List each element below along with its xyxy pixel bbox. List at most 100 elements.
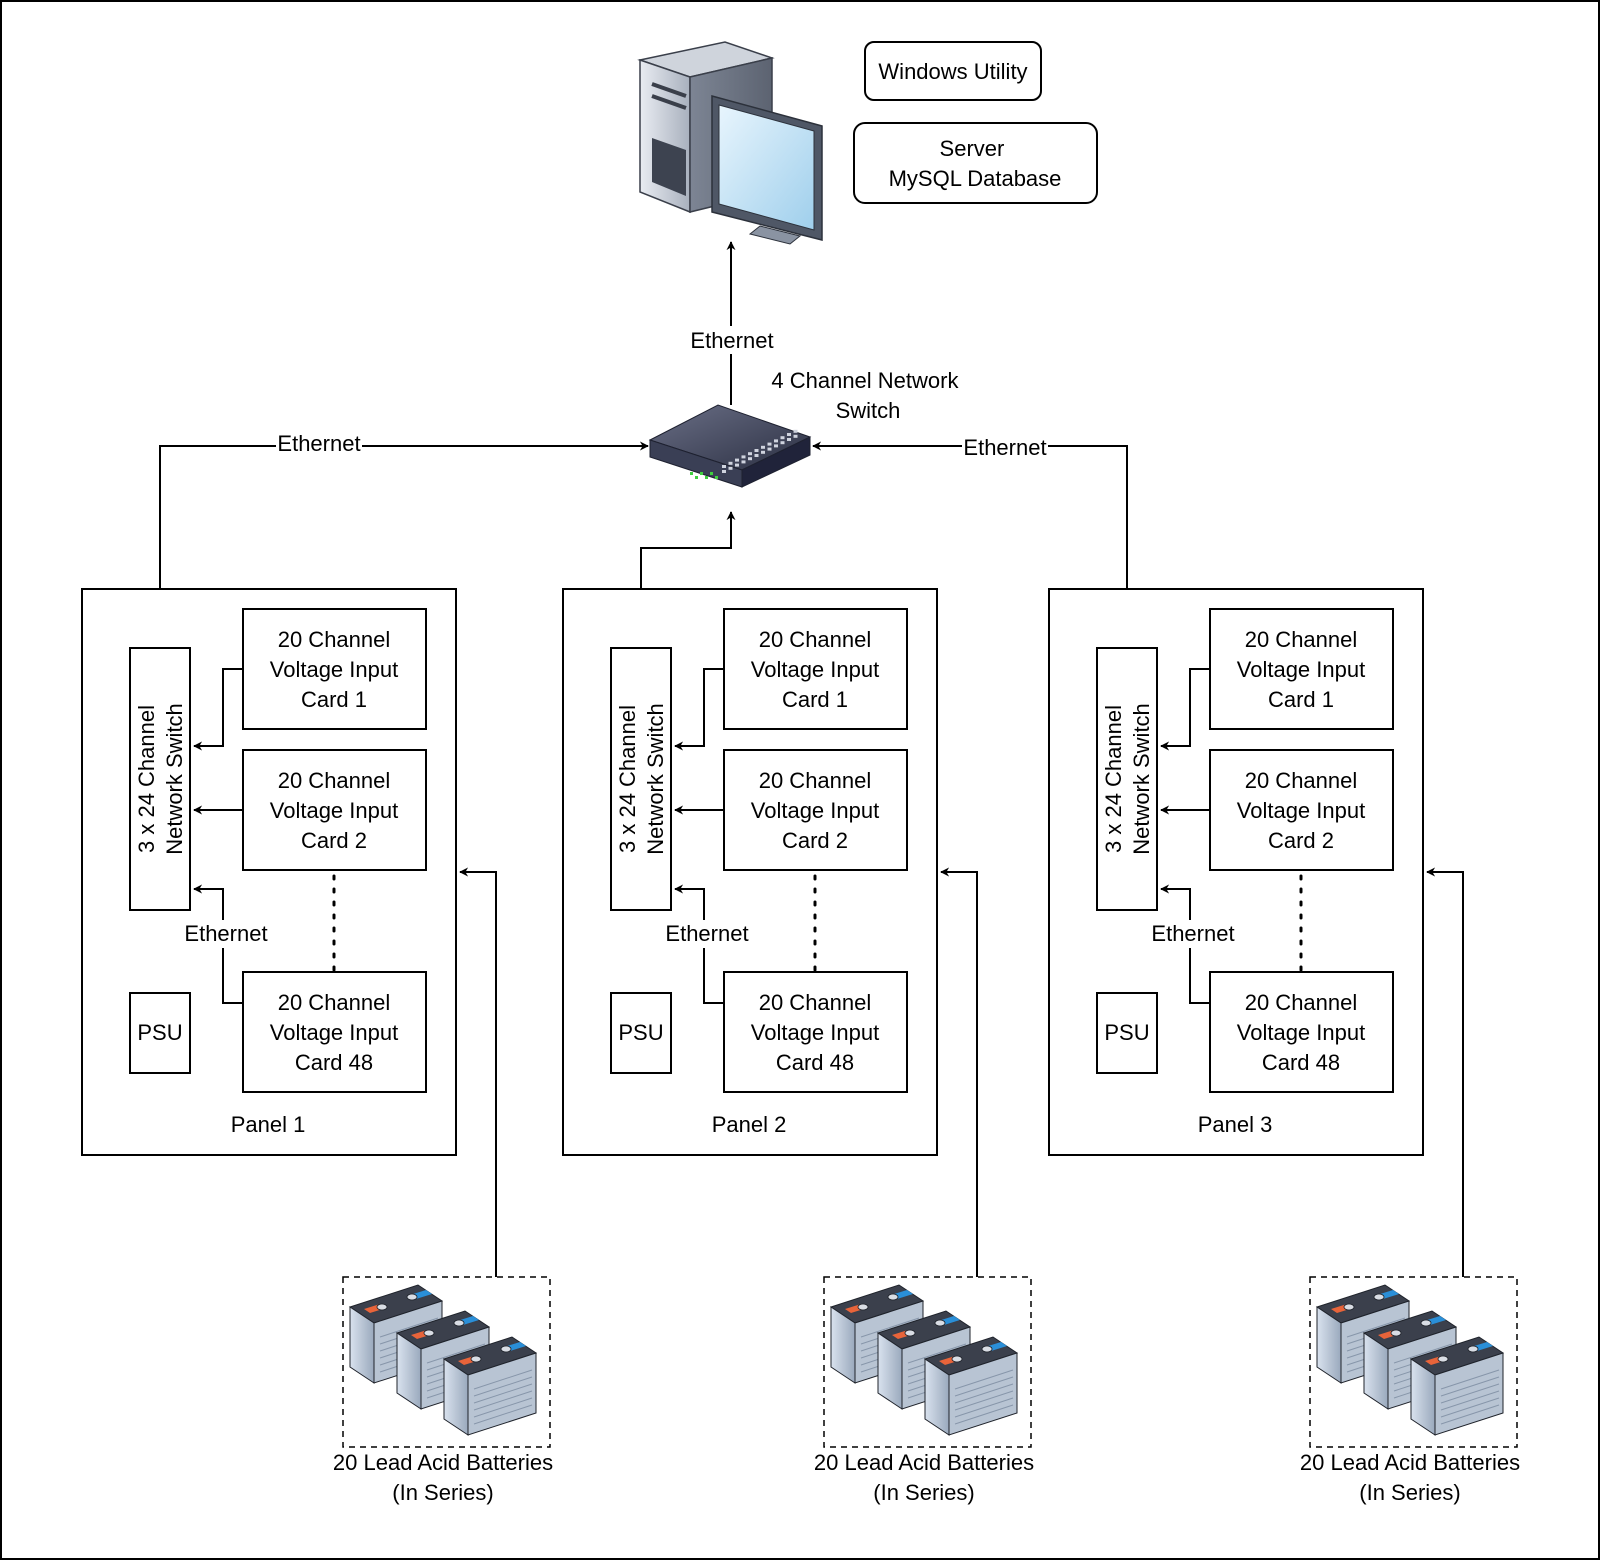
panel-3-psu: [1096, 992, 1158, 1074]
panel3-uplink-connector: [812, 441, 1128, 648]
switch-led: [715, 476, 718, 479]
panel-2-network-switch: [610, 647, 672, 911]
panel1-link-label-bg: [276, 430, 362, 458]
windows-utility-label: Windows Utility: [878, 59, 1027, 84]
switch-led: [690, 472, 693, 475]
switch-ports: [690, 429, 798, 479]
switch-port: [761, 445, 765, 449]
main-switch-label: 4 Channel Network Switch: [771, 368, 964, 423]
panel-2-batteries-box: [823, 1276, 1032, 1448]
panel-2-batteries-label: 20 Lead Acid Batteries(In Series): [814, 1450, 1034, 1505]
switch-port: [735, 458, 739, 462]
switch-port: [793, 434, 798, 438]
panel-3-batteries-box: [1309, 1276, 1518, 1448]
switch-port: [741, 460, 746, 464]
switch-port: [728, 461, 733, 465]
panel1-uplink-connector: [159, 441, 649, 648]
switch-port: [754, 454, 759, 457]
panel-1-batteries-label: 20 Lead Acid Batteries(In Series): [333, 1450, 553, 1505]
panel-2-psu-label: PSU: [618, 1020, 663, 1045]
panel-3-card-1: [1209, 608, 1394, 730]
panel-3-ethernet-label: Ethernet: [1151, 921, 1234, 946]
panel-1-network-switch: [129, 647, 191, 911]
panel-3-batteries-label: 20 Lead Acid Batteries(In Series): [1300, 1450, 1520, 1505]
panel-3-battery-connector: [1426, 867, 1464, 1277]
panel-3-psu-label: PSU: [1104, 1020, 1149, 1045]
panel-1-psu: [129, 992, 191, 1074]
panel-1-card-1: [242, 608, 427, 730]
panel-3-name: Panel 3: [1198, 1112, 1273, 1137]
switch-port: [748, 457, 752, 461]
switch-port: [722, 470, 726, 473]
panel-3-network-switch: [1096, 647, 1158, 911]
panel-3-card-2: [1209, 749, 1394, 871]
switch-port: [774, 444, 778, 448]
switch-port: [767, 442, 772, 446]
switch-port: [722, 465, 726, 468]
panel-1-battery-connector: [459, 867, 497, 1277]
panel3-link-ethernet-label: Ethernet: [963, 435, 1046, 460]
network-switch-icon: [648, 404, 812, 488]
panel-1-name: Panel 1: [231, 1112, 306, 1137]
panel-1-batteries-box: [342, 1276, 551, 1448]
switch-led: [695, 476, 698, 479]
battery-icon: [829, 1284, 1019, 1436]
panel-1-ethernet-label-bg: [183, 920, 271, 948]
computer-icon: [637, 41, 823, 245]
uplink-label-bg: [686, 326, 778, 354]
panel-2-name: Panel 2: [712, 1112, 787, 1137]
panel-2-battery-connector: [940, 867, 978, 1277]
switch-port: [728, 466, 733, 470]
panel-3-card-3: [1209, 971, 1394, 1093]
panel-1-psu-label: PSU: [137, 1020, 182, 1045]
panel3-link-label-bg: [962, 434, 1048, 462]
switch-port: [780, 436, 785, 440]
switch-port: [741, 455, 746, 459]
panel-2-card1-connector: [674, 668, 724, 751]
switch-port: [754, 449, 759, 452]
panel-1-card1-connector: [193, 668, 243, 751]
panel-1-ethernet-label: Ethernet: [184, 921, 267, 946]
uplink-ethernet-label: Ethernet: [690, 328, 773, 353]
panel-2-psu: [610, 992, 672, 1074]
switch-led: [705, 476, 708, 479]
switch-port: [780, 441, 785, 445]
windows-utility-box: [864, 41, 1042, 101]
panel-2-ethernet-label: Ethernet: [665, 921, 748, 946]
switch-port: [735, 463, 739, 467]
battery-icon: [1315, 1284, 1505, 1436]
panel-2-card-1: [723, 608, 908, 730]
server-database-label: Server MySQL Database: [889, 136, 1062, 191]
switch-led: [700, 472, 703, 475]
switch-port: [767, 447, 772, 451]
panel-3-card1-connector: [1160, 668, 1210, 751]
switch-port: [787, 433, 791, 436]
switch-port: [774, 439, 778, 443]
panel-3-ethernet-label-bg: [1150, 920, 1238, 948]
switch-port: [761, 450, 765, 454]
switch-port: [748, 452, 752, 456]
panel-2-card-2: [723, 749, 908, 871]
server-database-box: [853, 122, 1098, 204]
panel-1-card-3: [242, 971, 427, 1093]
switch-led: [710, 472, 713, 475]
panel-2-card-3: [723, 971, 908, 1093]
switch-port: [793, 429, 798, 433]
